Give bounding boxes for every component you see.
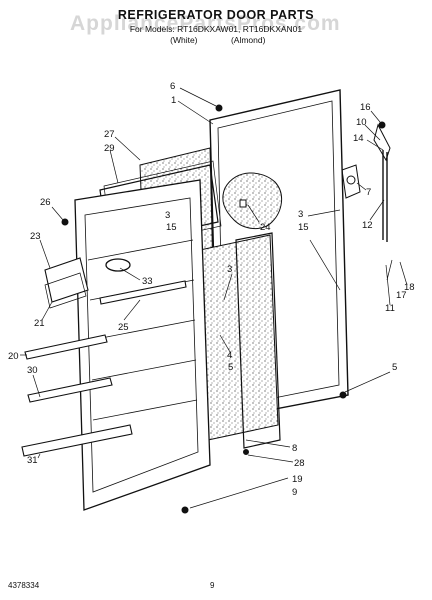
callout: 24 — [260, 222, 271, 233]
top-hinge — [341, 123, 391, 242]
callout: 5 — [392, 362, 397, 373]
callout: 21 — [34, 318, 45, 329]
callout: 27 — [104, 129, 115, 140]
callout: 3 — [165, 210, 170, 221]
callout: 29 — [104, 143, 115, 154]
screws — [61, 104, 386, 514]
callout: 28 — [294, 458, 305, 469]
callout: 26 — [40, 197, 51, 208]
callout: 15 — [298, 222, 309, 233]
callout: 3 — [298, 209, 303, 220]
callout: 9 — [292, 487, 297, 498]
callout: 17 — [396, 290, 407, 301]
callout: 6 — [170, 81, 175, 92]
callout: 4 — [227, 350, 232, 361]
color-labels: (White) (Almond) — [0, 35, 432, 45]
callout: 33 — [142, 276, 153, 287]
watermark: AppliancePartsPros.com — [70, 12, 341, 35]
callout: 11 — [385, 303, 395, 314]
color-almond: (Almond) — [230, 35, 266, 45]
part-number: 4378334 — [8, 581, 40, 590]
door-insulation — [222, 172, 283, 229]
callout: 25 — [118, 322, 129, 333]
callout: 12 — [362, 220, 373, 231]
callout-numbers: 6 1 27 29 26 23 21 20 30 31 16 10 14 7 1… — [8, 81, 415, 498]
callout: 1 — [171, 95, 176, 106]
callout: 5 — [228, 362, 233, 373]
inner-door-liner — [74, 179, 211, 511]
callout: 19 — [292, 474, 303, 485]
callout: 8 — [292, 443, 297, 454]
callout: 23 — [30, 231, 41, 242]
dairy-door — [44, 257, 89, 309]
page-number: 9 — [210, 581, 215, 590]
callout: 20 — [8, 351, 19, 362]
callout: 7 — [366, 187, 371, 198]
shelf-bars — [21, 280, 187, 457]
callout: 3 — [227, 264, 232, 275]
model-numbers: For Models: RT16DKXAW01, RT16DKXAN01 — [129, 24, 303, 34]
leader-lines — [20, 87, 408, 509]
callout: 15 — [166, 222, 177, 233]
callout: 10 — [356, 117, 367, 128]
callout: 16 — [360, 102, 371, 113]
title-block: REFRIGERATOR DOOR PARTS For Models: RT16… — [0, 8, 432, 45]
callout: 31 — [27, 455, 38, 466]
color-white: (White) — [170, 35, 198, 45]
callout: 30 — [27, 365, 38, 376]
callout: 14 — [353, 133, 364, 144]
callout: 18 — [404, 282, 415, 293]
diagram-title: REFRIGERATOR DOOR PARTS — [117, 8, 315, 22]
